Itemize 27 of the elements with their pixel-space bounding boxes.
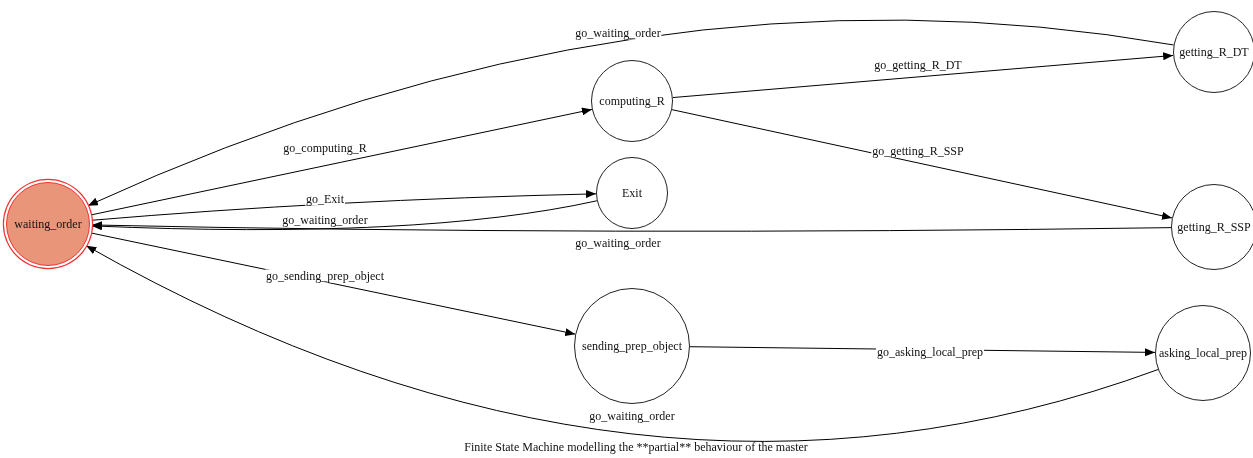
arrow <box>91 190 597 221</box>
state-name: sending_prep_object <box>582 338 682 354</box>
state-name: Exit <box>622 185 642 201</box>
state-name: waiting_order <box>14 216 82 232</box>
arrow <box>672 52 1174 99</box>
arrow <box>671 109 1173 220</box>
edge-label: go_waiting_order <box>281 213 369 227</box>
caption: Finite State Machine modelling the **partial** behaviour of the master <box>464 440 808 455</box>
state-name: getting_R_SSP <box>1177 219 1251 235</box>
state-name: computing_R <box>599 93 665 109</box>
arrow <box>91 221 1172 232</box>
edge-label: go_waiting_order <box>588 409 676 423</box>
edge-label: go_Exit <box>305 192 345 206</box>
arrow <box>85 245 1159 442</box>
arrow <box>87 19 1175 207</box>
edge-label: go_asking_local_prep <box>876 345 984 359</box>
edge-label: go_sending_prep_object <box>265 269 385 283</box>
edge-label: go_computing_R <box>282 141 368 155</box>
state-name: asking_local_prep <box>1159 345 1247 361</box>
edge-label: go_waiting_order <box>574 26 662 40</box>
edge-label: go_waiting_order <box>574 236 662 250</box>
state-name: getting_R_DT <box>1179 44 1249 60</box>
arrow <box>91 200 598 231</box>
arrow <box>90 107 593 216</box>
state-circle <box>6 182 90 266</box>
edge-label: go_getting_R_SSP <box>871 144 965 158</box>
edge-label: go_getting_R_DT <box>873 58 963 72</box>
